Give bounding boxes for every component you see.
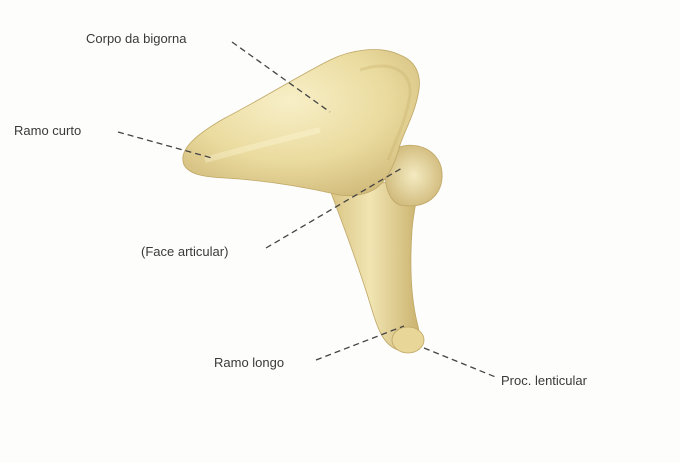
label-ramo-longo: Ramo longo <box>214 356 284 369</box>
label-proc-lenticular: Proc. lenticular <box>501 374 587 387</box>
leader-proc <box>424 348 498 378</box>
label-corpo-da-bigorna: Corpo da bigorna <box>86 32 186 45</box>
proc-lenticular-shape <box>392 327 424 353</box>
corpo-shape <box>183 50 420 196</box>
label-face-articular: (Face articular) <box>141 245 228 258</box>
label-ramo-curto: Ramo curto <box>14 124 81 137</box>
